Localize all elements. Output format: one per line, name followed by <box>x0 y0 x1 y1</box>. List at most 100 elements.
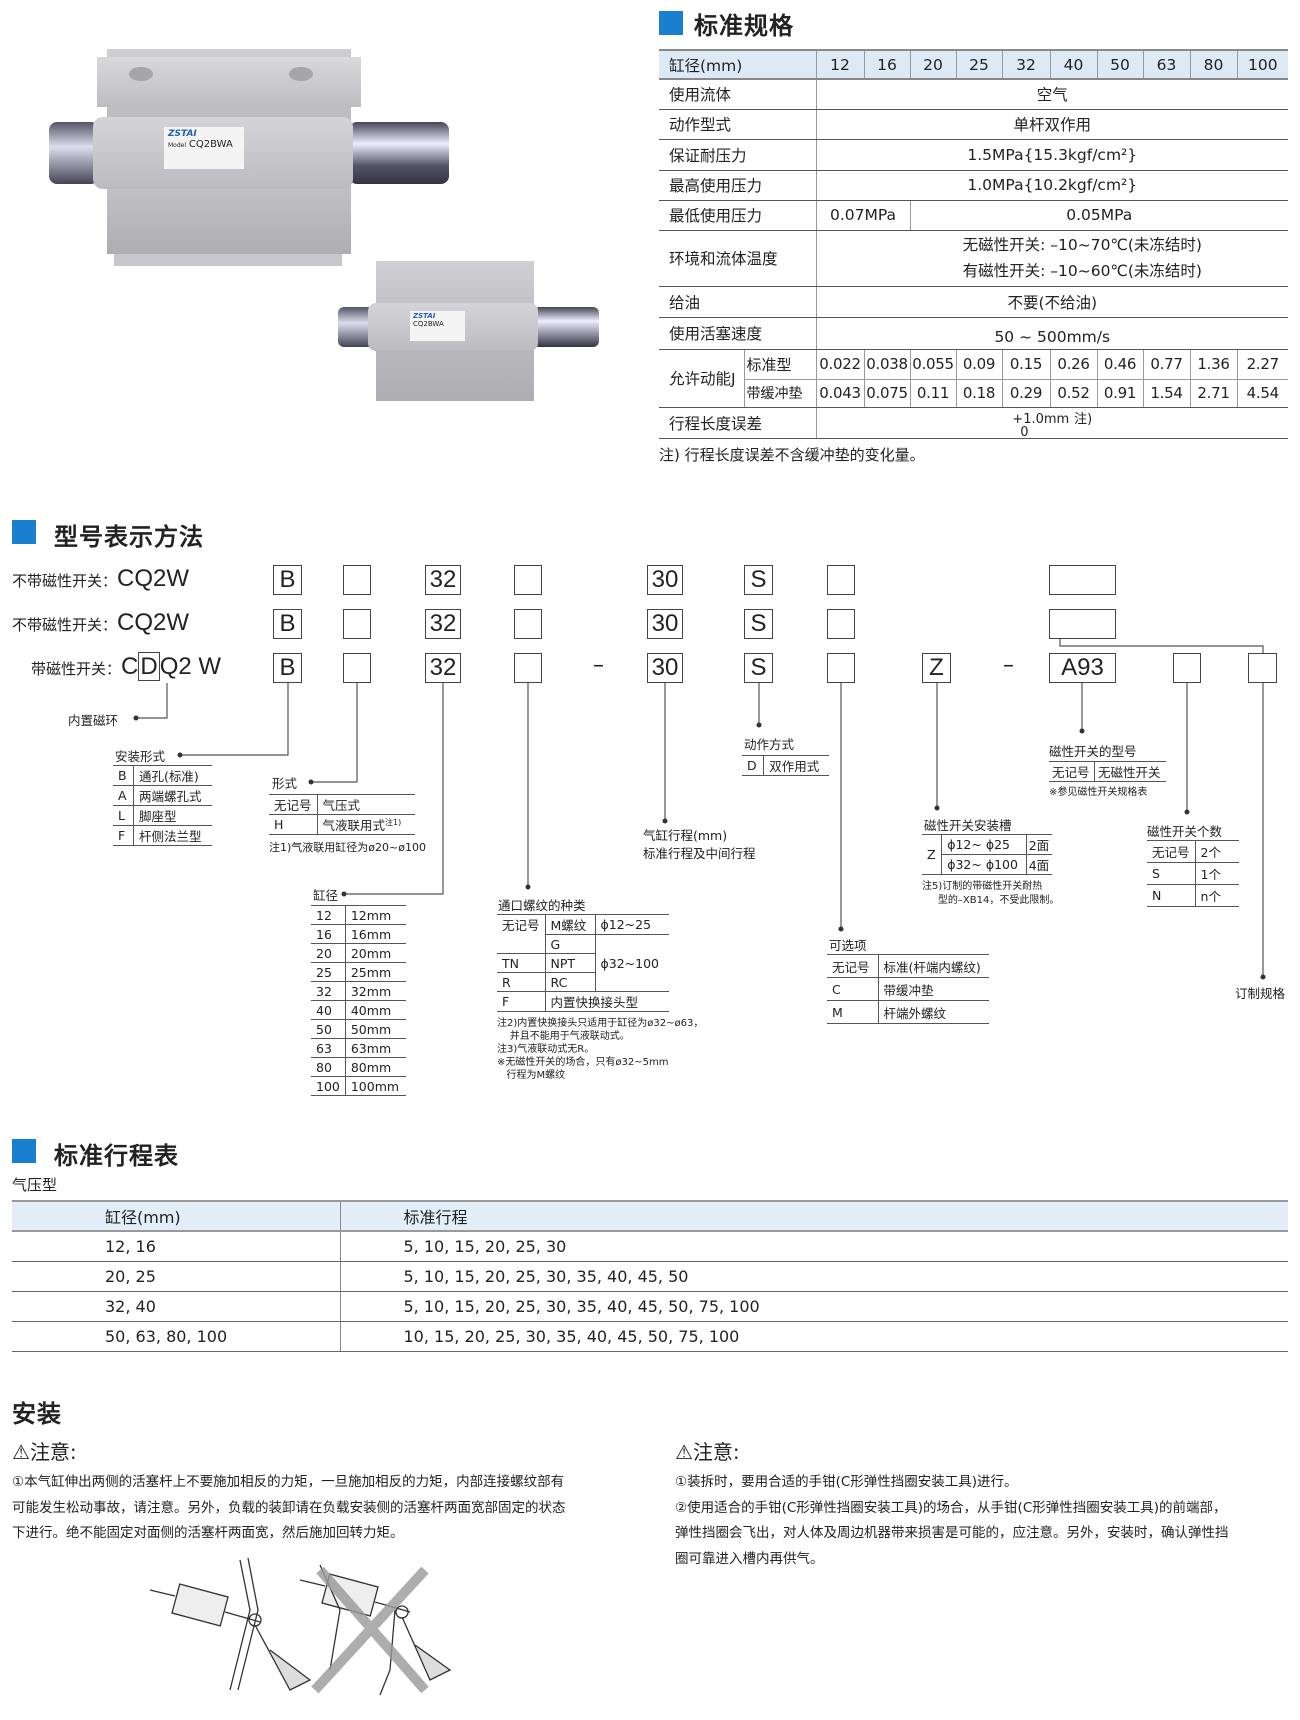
sub-label: 标准型 <box>743 349 817 380</box>
energy-cell: 0.46 <box>1096 349 1144 380</box>
header-cell: 缸径(mm) <box>12 1200 341 1232</box>
stroke-cell: 5, 10, 15, 20, 25, 30, 35, 40, 45, 50, 7… <box>340 1291 1288 1322</box>
option-title: 可选项 <box>829 938 867 953</box>
bore-box: 32 <box>425 609 461 639</box>
row-label: 使用活塞速度 <box>659 317 817 350</box>
count-box <box>1173 653 1201 683</box>
row-label: 使用流体 <box>659 79 817 110</box>
stroke-box: 30 <box>647 565 683 595</box>
energy-cell: 0.26 <box>1049 349 1098 380</box>
energy-cell: 1.36 <box>1189 349 1238 380</box>
mount-box: B <box>273 565 302 595</box>
energy-cell: 0.29 <box>1001 379 1051 408</box>
code-cell: R <box>497 972 546 992</box>
thread-cell: 内置快换接头型 <box>545 991 669 1012</box>
stroke-cell: 5, 10, 15, 20, 25, 30 <box>340 1231 1288 1262</box>
form-title: 形式 <box>272 776 298 791</box>
bore-cell: 12, 16 <box>12 1231 341 1262</box>
table-header: 缸径(mm)标准行程 <box>12 1200 1288 1232</box>
model-text: CQ2BWA <box>413 320 444 328</box>
code-cell: 50 <box>311 1019 346 1039</box>
desc-cell: 1个 <box>1195 862 1239 885</box>
code-cell: 40 <box>311 1000 346 1020</box>
desc-cell: 32mm <box>345 981 406 1001</box>
row-label-with-switch: 带磁性开关：CDQ2 W <box>31 652 221 681</box>
product-photo-small: ZSTAI CQ2BWA <box>338 261 600 403</box>
row-code: CQ2W <box>117 565 190 592</box>
row-label: 动作型式 <box>659 109 817 140</box>
energy-cell: 2.27 <box>1236 349 1289 380</box>
form-box <box>343 565 371 595</box>
custom-label: 订制规格 <box>1235 986 1286 1001</box>
code-cell: 32 <box>311 981 346 1001</box>
slot-box: Z <box>922 653 951 683</box>
code-cell: 80 <box>311 1057 346 1077</box>
section-marker <box>12 1139 36 1163</box>
code-cell: F <box>497 991 546 1012</box>
row-label: 环境和流体温度 <box>659 230 817 287</box>
row-code: C <box>121 653 139 680</box>
caution-text: 注意: <box>692 1440 740 1464</box>
spec-row: 环境和流体温度无磁性开关: –10~70℃(未冻结时)有磁性开关: –10~60… <box>659 230 1289 287</box>
row-value: 0.05MPa <box>909 200 1289 231</box>
switch-box: A93 <box>1049 653 1116 683</box>
section-marker <box>12 520 36 544</box>
tolerance-lower: 0 <box>1020 425 1029 440</box>
range-cell: ϕ12~25 <box>595 914 669 935</box>
row-label: 行程长度误差 <box>659 407 817 439</box>
caution-text: 注意: <box>29 1440 77 1464</box>
note-line: ※无磁性开关的场合，只有ø32~5mm <box>497 1057 669 1068</box>
mount-box: B <box>273 609 302 639</box>
code-cell: H <box>269 814 318 835</box>
spec-row: 使用流体空气 <box>659 79 1289 110</box>
warning-icon: ⚠ <box>12 1440 30 1464</box>
stroke-title: 标准行程表 <box>54 1142 179 1170</box>
option-box <box>827 565 855 595</box>
desc-text: 气液联用式 <box>322 818 386 833</box>
dash: – <box>593 653 604 678</box>
code-cell: 20 <box>311 943 346 963</box>
energy-cell: 0.038 <box>863 349 911 380</box>
energy-cell: 0.055 <box>909 349 957 380</box>
product-photo-large: ZSTAI Model CQ2BWA <box>49 49 449 266</box>
energy-cell: 1.54 <box>1142 379 1191 408</box>
code-cell: S <box>1147 862 1196 885</box>
desc-cell: 气液联用式注1) <box>317 814 415 835</box>
desc-cell: 63mm <box>345 1038 406 1058</box>
desc-cell: 双作用式 <box>763 755 829 776</box>
row-value: 无磁性开关: –10~70℃(未冻结时)有磁性开关: –10~60℃(未冻结时) <box>815 230 1289 287</box>
caution-right-text: ①装拆时，要用合适的手钳(C形弹性挡圈安装工具)进行。 ②使用适合的手钳(C形弹… <box>675 1470 1295 1572</box>
desc-cell: 无磁性开关 <box>1094 761 1166 782</box>
bore-cell: 16 <box>863 49 911 80</box>
desc-cell: 20mm <box>345 943 406 963</box>
code-cell: 无记号 <box>1049 761 1096 782</box>
code-cell: 无记号 <box>497 914 546 954</box>
code-cell: N <box>1147 884 1196 907</box>
bore-cell: 32 <box>1001 49 1051 80</box>
bore-cell: 32, 40 <box>12 1291 341 1322</box>
desc-cell: 气压式 <box>317 794 415 815</box>
slot-note: 注5)订制的带磁性开关耐热 <box>922 881 1043 892</box>
desc-cell: 40mm <box>345 1000 406 1020</box>
para-line: 弹性挡圈会飞出，对人体及周边机器带来损害是可能的，应注意。另外，安装时，确认弹性… <box>675 1525 1229 1541</box>
desc-cell: 100mm <box>345 1076 406 1096</box>
model-label: Model <box>168 142 187 149</box>
desc-cell: 16mm <box>345 924 406 944</box>
note-line: 注3)气液联动式无R。 <box>497 1044 595 1055</box>
